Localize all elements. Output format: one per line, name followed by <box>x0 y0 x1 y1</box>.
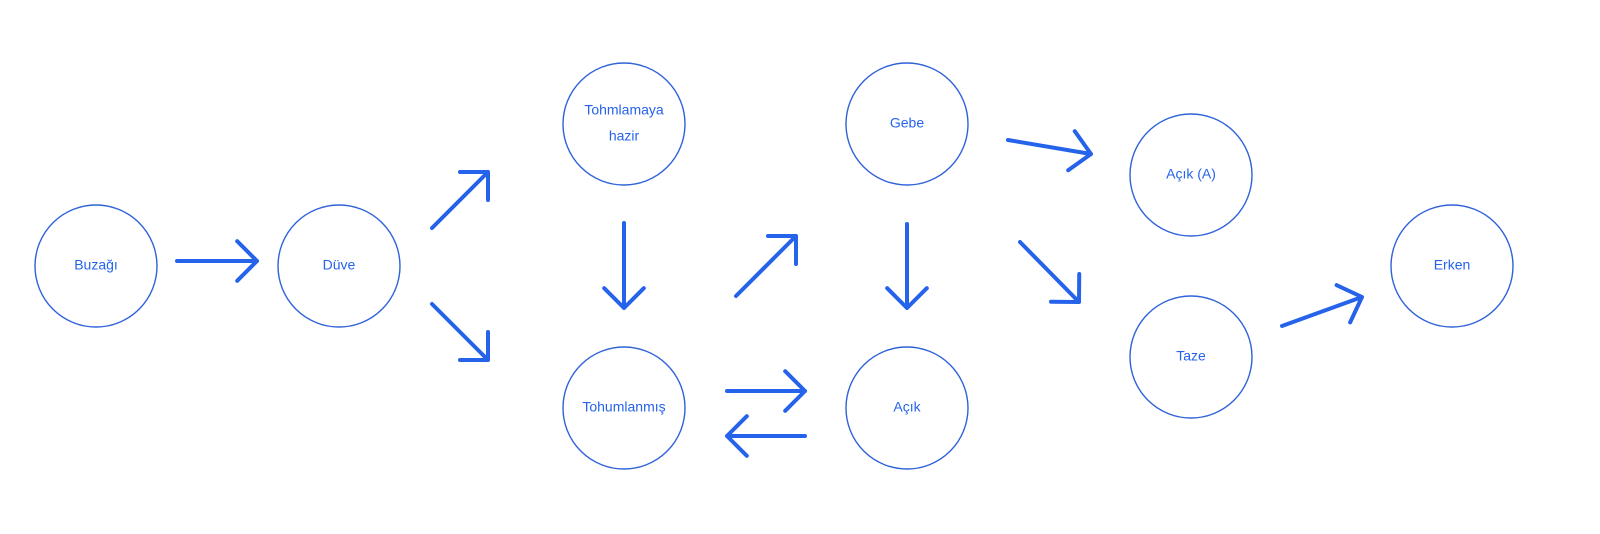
arrow-duve-to-tohmlamaya-hazir <box>430 170 490 230</box>
node-gebe: Gebe <box>845 62 969 186</box>
node-erken: Erken <box>1390 204 1514 328</box>
arrow-gebe-to-acik <box>885 222 929 310</box>
node-label: Tohmlamaya <box>584 102 664 118</box>
node-label: Açık <box>893 399 921 415</box>
node-label: Gebe <box>890 115 924 131</box>
node-buzagi: Buzağı <box>34 204 158 328</box>
node-label: Taze <box>1176 348 1206 364</box>
arrow-tohumlanmis-to-acik <box>725 369 807 413</box>
node-duve: Düve <box>277 204 401 328</box>
node-acik: Açık <box>845 346 969 470</box>
node-circle <box>845 62 969 186</box>
arrow-tohumlanmis-to-gebe <box>734 234 798 298</box>
edges-layer <box>175 129 1364 458</box>
node-circle <box>845 346 969 470</box>
node-label: hazir <box>609 128 640 144</box>
arrow-duve-to-tohumlanmis <box>430 302 490 362</box>
node-circle <box>277 204 401 328</box>
arrow-acik-to-tohumlanmis <box>725 414 807 458</box>
node-circle <box>562 346 686 470</box>
arrow-gebe-to-taze <box>1018 240 1082 304</box>
arrow-buzagi-to-duve <box>175 239 259 283</box>
arrow-taze-to-erken <box>1280 283 1364 328</box>
node-circle <box>34 204 158 328</box>
node-label: Tohumlanmış <box>582 399 665 415</box>
node-circle <box>1129 295 1253 419</box>
arrow-gebe-to-acik-a <box>1006 129 1093 173</box>
node-taze: Taze <box>1129 295 1253 419</box>
node-label: Erken <box>1434 257 1471 273</box>
node-acik-a: Açık (A) <box>1129 113 1253 237</box>
node-circle <box>1129 113 1253 237</box>
arrow-tohmlamaya-hazir-to-tohumlanmis <box>602 221 646 310</box>
node-label: Düve <box>323 257 356 273</box>
node-label: Açık (A) <box>1166 166 1216 182</box>
node-tohumlanmis: Tohumlanmış <box>562 346 686 470</box>
node-circle <box>562 62 686 186</box>
node-circle <box>1390 204 1514 328</box>
node-label: Buzağı <box>74 257 118 273</box>
node-tohmlamaya-hazir: Tohmlamaya hazir <box>562 62 686 186</box>
